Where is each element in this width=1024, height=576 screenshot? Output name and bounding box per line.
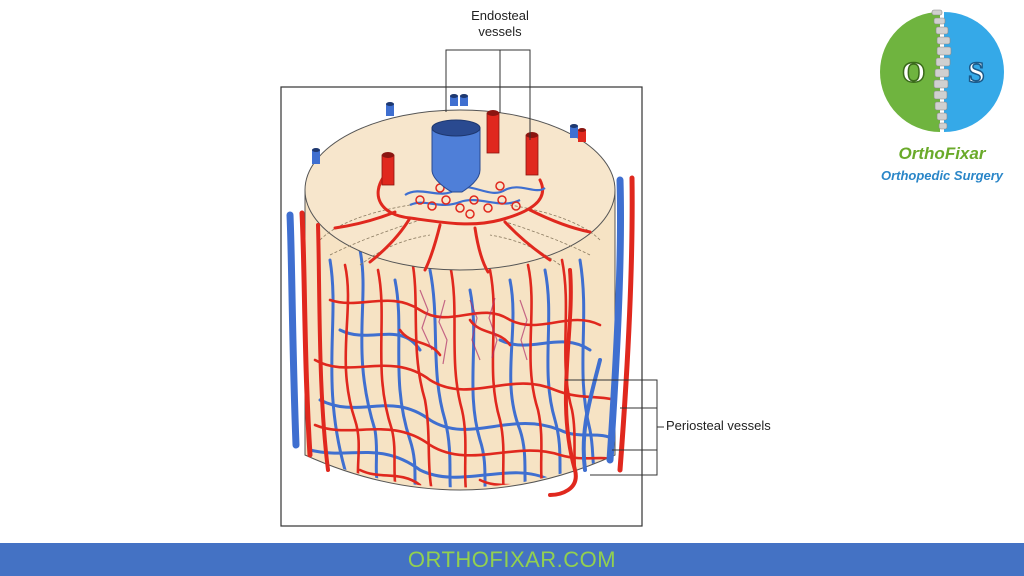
logo-emblem: O S: [880, 9, 1004, 132]
endosteal-callout: [445, 49, 531, 140]
canal-lines: [319, 204, 601, 266]
endosteal-artery-tube-1: [486, 110, 500, 154]
endosteal-vessels-label: Endosteal vessels: [471, 8, 529, 39]
endosteal-artery-tube-2: [525, 132, 539, 176]
endosteal-arterial-network: [333, 173, 592, 274]
figure-frame: [280, 86, 643, 527]
left-periosteal-vessels: [286, 210, 330, 472]
footer-site-link[interactable]: ORTHOFIXAR.COM: [407, 546, 617, 572]
logo-letter-o: O: [902, 56, 925, 89]
central-endosteal-vein: [431, 119, 481, 193]
orthofixar-logo: O S OrthoFixar Orthopedic Surgery: [872, 4, 1012, 194]
logo-letter-s: S: [968, 56, 985, 89]
vessel-network: [308, 248, 615, 488]
endosteal-artery-tube-3: [381, 152, 395, 186]
spine-icon: [931, 9, 952, 130]
rim-vessel-stubs: [312, 94, 586, 164]
logo-name: OrthoFixar: [898, 144, 986, 163]
logo-subtitle: Orthopedic Surgery: [880, 168, 1004, 183]
periosteal-callout: [565, 379, 664, 476]
footer-bar: ORTHOFIXAR.COM: [0, 543, 1024, 576]
right-periosteal-vessels: [548, 175, 635, 497]
bone-cylinder-body: [304, 189, 616, 491]
periosteal-vessels-label: Periosteal vessels: [666, 418, 771, 433]
